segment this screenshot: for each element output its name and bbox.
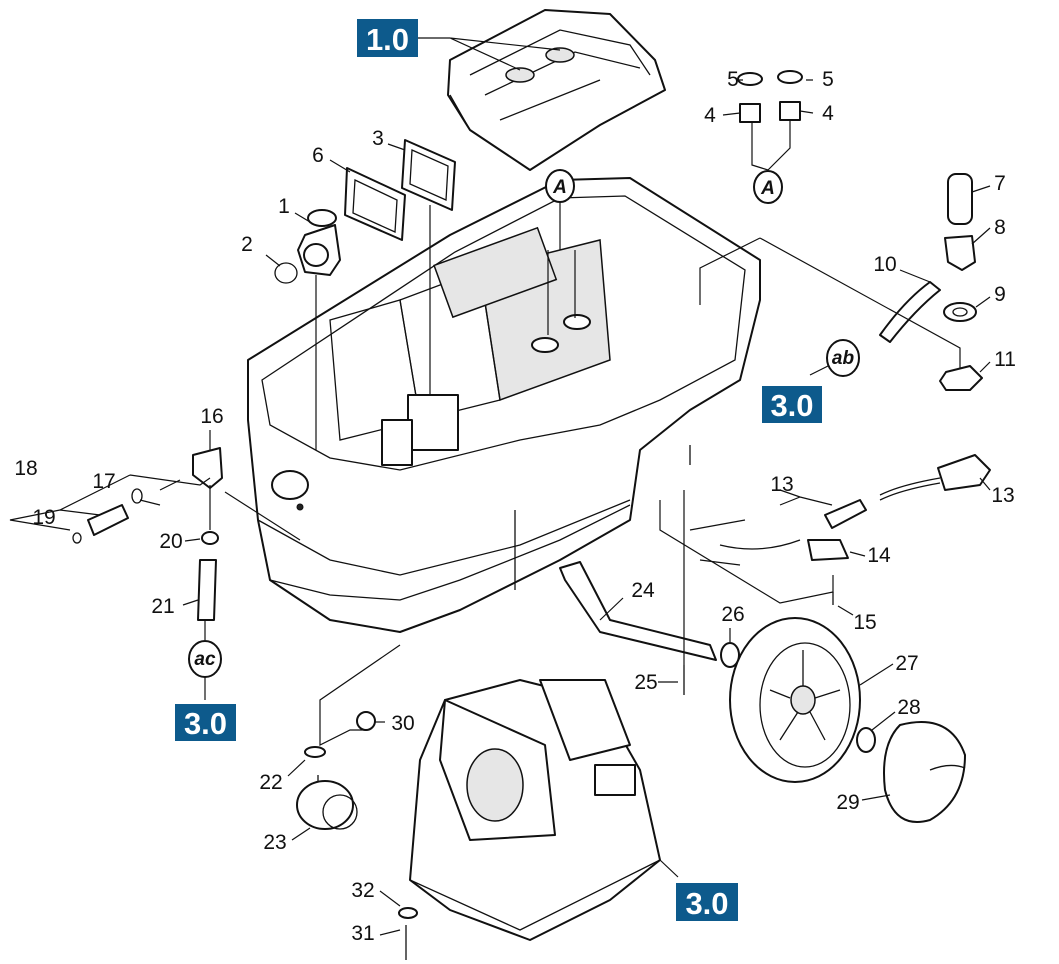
- housing-drawing: [247, 177, 761, 633]
- callout-13-left: 13: [770, 473, 793, 496]
- tag-label: A: [760, 178, 775, 199]
- tag-label: ab: [832, 348, 855, 369]
- callout-17: 17: [92, 470, 115, 493]
- badge-label: 1.0: [366, 22, 409, 57]
- connector-tag-a-top: A: [545, 169, 575, 203]
- callout-23: 23: [263, 831, 286, 854]
- leader-lines: [9, 37, 991, 936]
- callout-13-right: 13: [991, 484, 1014, 507]
- callout-19: 19: [32, 506, 55, 529]
- badge-label: 3.0: [184, 706, 227, 741]
- hose-fittings-drawing: [879, 173, 983, 391]
- wheel-drawing: [729, 617, 966, 823]
- callout-5-right: 5: [822, 68, 834, 91]
- callout-22: 22: [259, 771, 282, 794]
- connector-tag-ac: ac: [188, 640, 222, 678]
- badge-label: 3.0: [770, 388, 813, 423]
- motor-drawing: [398, 679, 661, 960]
- reference-badge-1-0: 1.0: [357, 19, 418, 57]
- callout-4-left: 4: [704, 104, 716, 127]
- badge-label: 3.0: [685, 886, 728, 921]
- callout-26: 26: [721, 603, 744, 626]
- callout-10: 10: [873, 253, 896, 276]
- reference-badge-3-0-left: 3.0: [175, 704, 236, 741]
- callout-6: 6: [312, 144, 324, 167]
- callout-9: 9: [994, 283, 1006, 306]
- callout-31: 31: [351, 922, 374, 945]
- caster-drawing: [296, 711, 376, 830]
- callout-24: 24: [631, 579, 655, 602]
- callout-20: 20: [159, 530, 182, 553]
- callout-27: 27: [895, 652, 918, 675]
- connector-tag-ab: ab: [826, 339, 860, 377]
- callout-25: 25: [634, 671, 657, 694]
- callout-11: 11: [994, 348, 1016, 371]
- callout-2: 2: [241, 233, 253, 256]
- callout-21: 21: [151, 595, 174, 618]
- callout-28: 28: [897, 696, 920, 719]
- callout-5-left: 5: [727, 68, 739, 91]
- filter-drawing: [344, 139, 456, 241]
- callout-8: 8: [994, 216, 1006, 239]
- top-cover-drawing: [447, 9, 666, 171]
- callout-14: 14: [867, 544, 891, 567]
- callout-1: 1: [278, 195, 290, 218]
- tag-label: A: [552, 177, 567, 198]
- callout-numbers: 1 2 3 4 4 5 5 6 7 8 9 10 11 13 13 14 15 …: [14, 68, 1016, 945]
- callout-7: 7: [994, 172, 1006, 195]
- callout-29: 29: [836, 791, 859, 814]
- callout-16: 16: [200, 405, 223, 428]
- callout-3: 3: [372, 127, 384, 150]
- reference-badge-3-0-right: 3.0: [762, 386, 822, 423]
- switch-buttons-drawing: [737, 70, 803, 123]
- connector-tag-a-right: A: [753, 170, 783, 204]
- axle-drawing: [559, 561, 740, 695]
- callout-15: 15: [853, 611, 876, 634]
- drain-fittings-drawing: [72, 447, 223, 621]
- reference-badge-3-0-bottom: 3.0: [676, 883, 738, 921]
- tag-label: ac: [194, 649, 216, 670]
- callout-18: 18: [14, 457, 37, 480]
- callout-4-right: 4: [822, 102, 834, 125]
- inlet-elbow-drawing: [274, 209, 341, 284]
- callout-30: 30: [391, 712, 414, 735]
- callout-32: 32: [351, 879, 374, 902]
- power-cable-drawing: [689, 454, 991, 605]
